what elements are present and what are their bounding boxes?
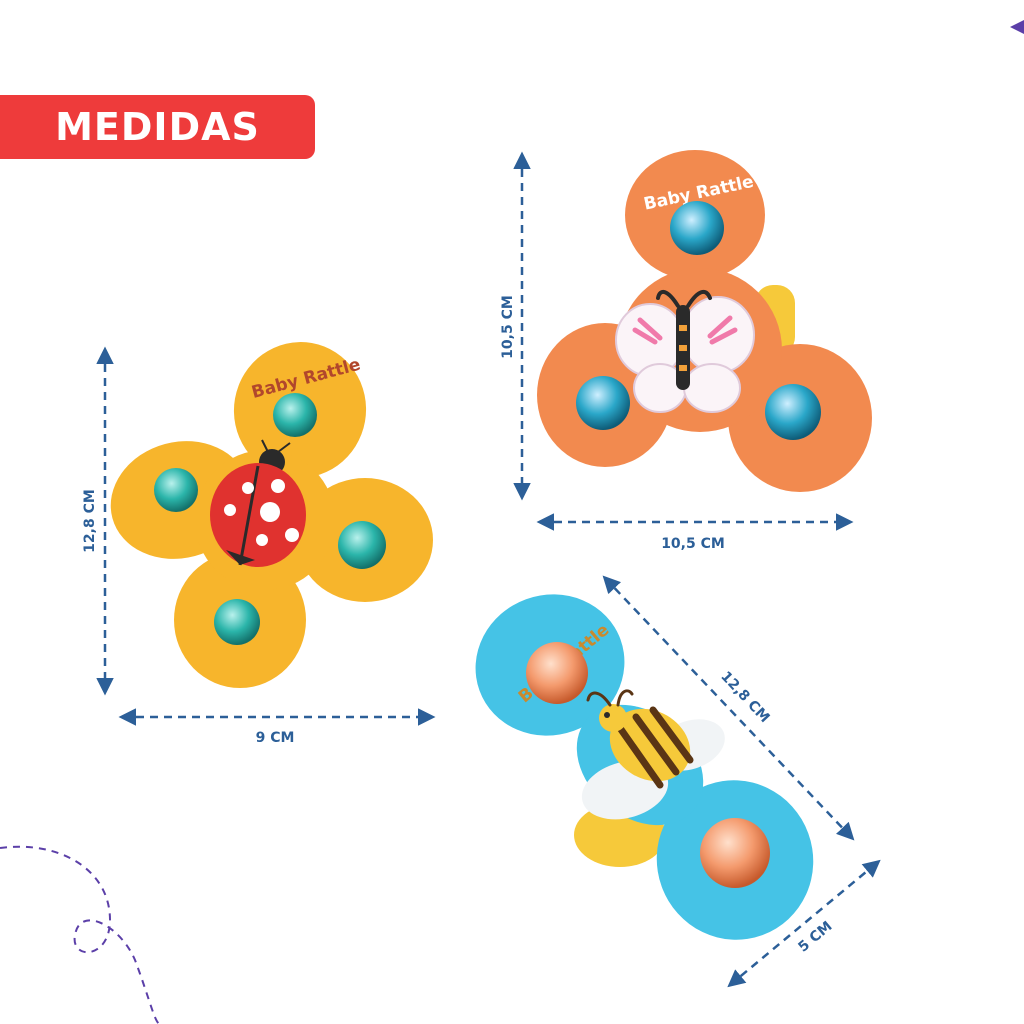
butterfly-width-label: 10,5 CM: [661, 536, 725, 552]
ladybug-bead-right: [338, 521, 386, 569]
butterfly-spinner: Baby Rattle: [537, 150, 872, 492]
decor-dashed-curve: [0, 845, 161, 1024]
butterfly-icon: [615, 289, 755, 413]
badge-label: MEDIDAS: [55, 105, 260, 149]
bee-spinner: Baby Rattle: [475, 594, 814, 940]
butterfly-height-label: 10,5 CM: [500, 295, 516, 359]
ladybug-icon: [210, 439, 306, 567]
ladybug-spinner: Baby Rattle: [110, 342, 433, 688]
butterfly-bead-left: [576, 376, 630, 430]
bee-length-line: [602, 575, 855, 841]
bee-length-label: 12,8 CM: [717, 669, 772, 726]
bee-width-line: [727, 859, 881, 988]
ladybug-height-label: 12,8 CM: [82, 489, 98, 553]
ladybug-bead-bottom: [214, 599, 260, 645]
bee-bead-bottom: [700, 818, 770, 888]
bee-width-label: 5 CM: [795, 918, 835, 955]
medidas-badge: MEDIDAS: [0, 95, 315, 159]
decor-corner-arrow: [1010, 20, 1024, 34]
ladybug-bead-left: [154, 468, 198, 512]
ladybug-width-label: 9 CM: [256, 730, 295, 746]
butterfly-bead-top: [670, 201, 724, 255]
butterfly-bead-right: [765, 384, 821, 440]
bee-bead-top: [526, 642, 588, 704]
ladybug-bead-top: [273, 393, 317, 437]
